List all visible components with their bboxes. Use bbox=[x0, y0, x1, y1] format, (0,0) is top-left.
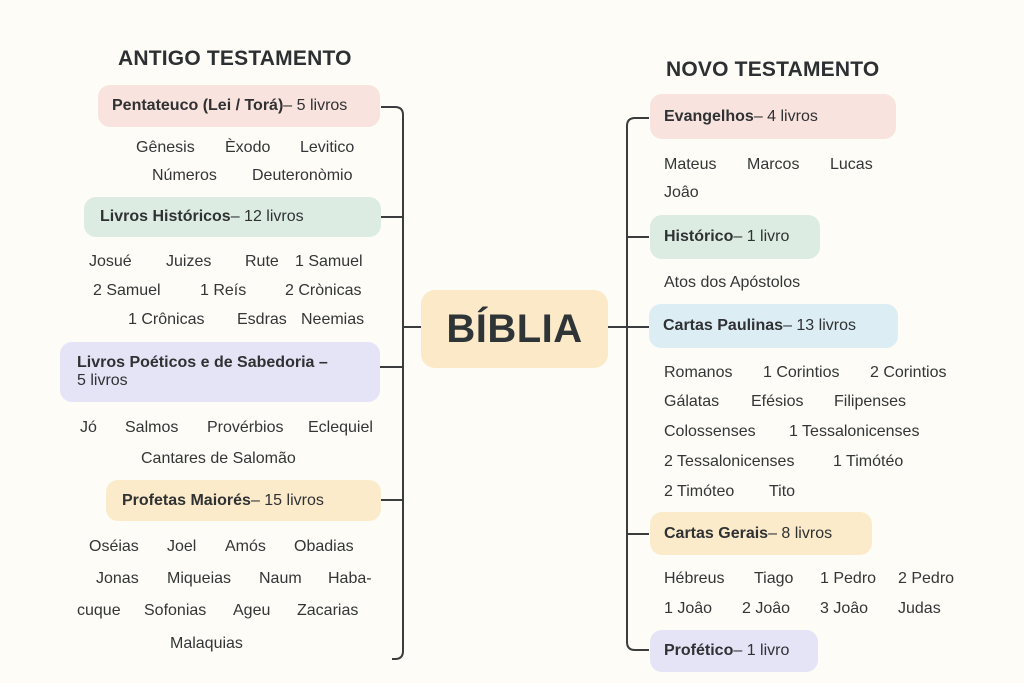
book-item: 1 Timótéo bbox=[833, 453, 904, 470]
new-testament-heading: NOVO TESTAMENTO bbox=[666, 58, 880, 81]
center-node-biblia: BÍBLIA bbox=[421, 290, 608, 368]
category-evangelhos: Evangelhos – 4 livros bbox=[650, 94, 896, 139]
book-item: Filipenses bbox=[834, 393, 907, 410]
book-item: Naum bbox=[259, 570, 302, 587]
category-count: – 13 livros bbox=[783, 317, 856, 334]
category-count: – 1 livro bbox=[733, 642, 790, 659]
book-item: Levitico bbox=[300, 139, 355, 156]
book-item: Tiago bbox=[754, 570, 794, 587]
book-item: Romanos bbox=[664, 364, 733, 381]
category-name: Cartas Gerais bbox=[664, 524, 769, 542]
category-name: Evangelhos bbox=[664, 107, 754, 125]
category-count: 5 livros bbox=[77, 372, 128, 389]
book-item: Joâo bbox=[664, 184, 699, 201]
book-item: Esdras bbox=[237, 311, 287, 328]
category-name: Profetas Maiorés bbox=[122, 491, 251, 509]
book-item: Atos dos Apóstolos bbox=[664, 274, 801, 291]
book-item: Joel bbox=[167, 538, 197, 555]
book-item: Juizes bbox=[166, 253, 212, 270]
book-item: Salmos bbox=[125, 419, 179, 436]
book-item: 2 Samuel bbox=[93, 282, 161, 299]
book-item: Colossenses bbox=[664, 423, 756, 440]
book-item: Lucas bbox=[830, 156, 873, 173]
book-item: Efésios bbox=[751, 393, 804, 410]
book-item: 1 Crônicas bbox=[128, 311, 205, 328]
category-count: – 8 livros bbox=[768, 524, 833, 542]
book-item: Deuteronòmio bbox=[252, 167, 353, 184]
category-count: – 4 livros bbox=[753, 107, 818, 125]
category-count: – 5 livros bbox=[283, 97, 348, 114]
book-item: 2 Timóteo bbox=[664, 483, 735, 500]
book-item: Ageu bbox=[233, 602, 271, 619]
category-profetas-maiores: Profetas Maiorés – 15 livros bbox=[106, 480, 381, 521]
book-item: Malaquias bbox=[170, 635, 243, 652]
book-item: Provérbios bbox=[207, 419, 284, 436]
book-item: Zacarias bbox=[297, 602, 359, 619]
category-count: – 12 livros bbox=[230, 208, 304, 225]
category-name: Histórico bbox=[664, 228, 734, 245]
category-name: Cartas Paulinas bbox=[663, 317, 784, 334]
book-item: 2 Pedro bbox=[898, 570, 955, 587]
book-item: 2 Joâo bbox=[742, 600, 791, 617]
category-count: – 1 livro bbox=[733, 228, 790, 245]
book-item: 1 Corintios bbox=[763, 364, 840, 381]
book-item: Neemias bbox=[301, 311, 365, 328]
category-name: Profético bbox=[664, 642, 734, 659]
book-item: 1 Joâo bbox=[664, 600, 713, 617]
book-item: Jó bbox=[80, 419, 97, 436]
category-pentateuco: Pentateuco (Lei / Torá) – 5 livros bbox=[98, 85, 380, 127]
book-item: Mateus bbox=[664, 156, 717, 173]
book-item: Rute bbox=[245, 253, 279, 270]
book-item: Obadias bbox=[294, 538, 354, 555]
category-historico: Histórico – 1 livro bbox=[650, 215, 820, 259]
book-item: Eclequiel bbox=[308, 419, 373, 436]
category-count: – 15 livros bbox=[250, 491, 324, 509]
book-item: Cantares de Salomão bbox=[141, 450, 296, 467]
category-cartas-gerais: Cartas Gerais – 8 livros bbox=[650, 512, 872, 555]
book-item: 1 Reís bbox=[200, 282, 247, 299]
category-cartas-paulinas: Cartas Paulinas – 13 livros bbox=[649, 304, 898, 348]
category-name: Livros Históricos bbox=[100, 208, 231, 225]
book-item: Miqueias bbox=[167, 570, 232, 587]
book-item: Tito bbox=[769, 483, 796, 500]
category-livros-poeticos: Livros Poéticos e de Sabedoria – 5 livro… bbox=[60, 342, 380, 402]
left-trunk-line bbox=[381, 106, 404, 660]
book-item: cuque bbox=[77, 602, 121, 619]
book-item: Jonas bbox=[96, 570, 139, 587]
book-item: 2 Tessalonicenses bbox=[664, 453, 795, 470]
book-item: Oséias bbox=[89, 538, 139, 555]
category-profetico: Profético – 1 livro bbox=[650, 630, 818, 672]
book-item: Sofonias bbox=[144, 602, 207, 619]
book-item: Gálatas bbox=[664, 393, 720, 410]
book-item: Números bbox=[152, 167, 217, 184]
book-item: 1 Tessalonicenses bbox=[789, 423, 920, 440]
book-item: Josué bbox=[89, 253, 132, 270]
book-item: Èxodo bbox=[225, 139, 271, 156]
book-item: 2 Crònicas bbox=[285, 282, 362, 299]
book-item: Hébreus bbox=[664, 570, 725, 587]
book-item: 3 Joâo bbox=[820, 600, 869, 617]
book-item: Gênesis bbox=[136, 139, 195, 156]
right-trunk-line bbox=[626, 117, 649, 651]
book-item: Marcos bbox=[747, 156, 800, 173]
book-item: 2 Corintios bbox=[870, 364, 947, 381]
old-testament-heading: ANTIGO TESTAMENTO bbox=[118, 47, 352, 70]
book-item: Judas bbox=[898, 600, 941, 617]
category-livros-historicos: Livros Históricos – 12 livros bbox=[84, 197, 381, 237]
book-item: 1 Samuel bbox=[295, 253, 363, 270]
book-item: 1 Pedro bbox=[820, 570, 877, 587]
book-item: Amós bbox=[225, 538, 266, 555]
book-item: Haba- bbox=[328, 570, 372, 587]
category-name: Pentateuco (Lei / Torá) bbox=[112, 97, 284, 114]
category-name: Livros Poéticos e de Sabedoria – bbox=[77, 354, 328, 371]
